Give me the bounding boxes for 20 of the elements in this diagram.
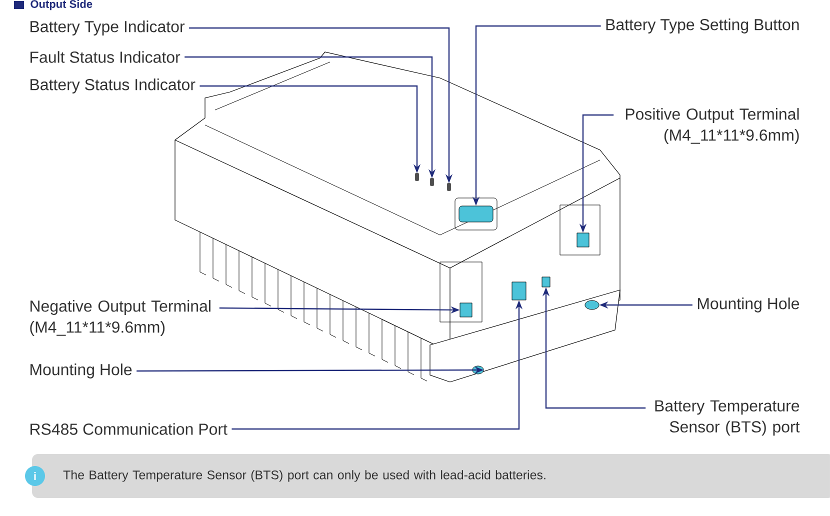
indicator-light	[447, 183, 451, 191]
callout-text: RS485 Communication Port	[30, 423, 228, 435]
port	[542, 276, 550, 288]
callout-text: Battery Type Setting Button	[606, 18, 799, 34]
callout-text: Mounting Hole	[698, 298, 800, 312]
callout-text: Fault Status Indicator	[30, 51, 180, 63]
heading: Output Side	[30, 0, 92, 10]
setting-button	[458, 206, 494, 222]
output-terminal	[460, 302, 472, 318]
callout-text: Negative Output Terminal (M4_11*11*9.6mm)	[30, 300, 210, 336]
callout-text: Positive Output Terminal (M4_11*11*9.6mm)	[626, 108, 799, 144]
mounting-hole	[584, 300, 600, 310]
callout-text: Battery Status Indicator	[30, 78, 196, 94]
indicator-light	[430, 178, 434, 186]
callout-text: Mounting Hole	[30, 364, 132, 378]
port	[512, 282, 526, 300]
callout-text: Battery Type Indicator	[30, 20, 185, 36]
indicator-light	[415, 173, 419, 181]
output-terminal	[576, 232, 590, 248]
callout-text: Battery Temperature Sensor (BTS) port	[655, 400, 800, 436]
